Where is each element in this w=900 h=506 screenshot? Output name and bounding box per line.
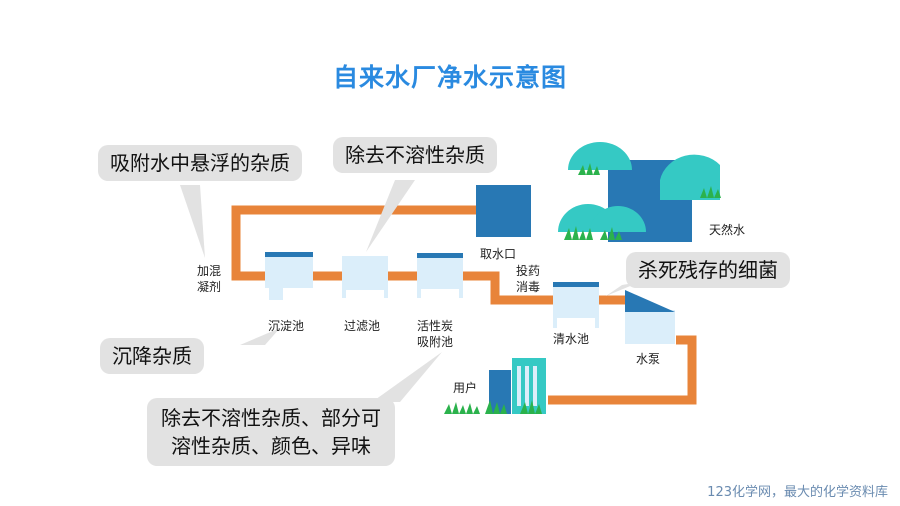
grass-icon: [564, 226, 593, 240]
sedimentation-tank-label: 沉淀池: [268, 319, 305, 333]
callout-carbon-line2: 溶性杂质、颜色、异味: [171, 434, 371, 458]
natural-water-label: 天然水: [709, 223, 746, 237]
natural-water-scene: [558, 142, 721, 242]
grass-icon: [578, 163, 600, 175]
tree-icon: [590, 206, 646, 232]
user-buildings: [444, 358, 546, 414]
carbon-tank-label-line2: 吸附池: [417, 335, 454, 349]
callout-settle: 沉降杂质: [100, 338, 204, 374]
callout-pointers: [180, 180, 640, 402]
dose-label-line1: 投药: [516, 264, 541, 278]
callout-kill-bacteria: 杀死残存的细菌: [626, 252, 790, 288]
callout-adsorb: 吸附水中悬浮的杂质: [98, 145, 302, 181]
grass-icon: [600, 227, 622, 240]
tree-icon: [660, 154, 720, 200]
grass-icon: [485, 400, 507, 414]
callout-carbon: 除去不溶性杂质、部分可 溶性杂质、颜色、异味: [147, 398, 395, 466]
filter-tank: [342, 256, 388, 298]
water-pipe: [231, 205, 697, 405]
dose-label-line2: 消毒: [516, 280, 541, 294]
coagulant-label: 加混 凝剂: [197, 263, 221, 295]
grass-icon: [700, 186, 721, 198]
water-pump: [625, 290, 675, 344]
users-label: 用户: [453, 381, 478, 395]
intake-label: 取水口: [480, 247, 517, 261]
filter-tank-label: 过滤池: [344, 319, 381, 333]
page-title: 自来水厂净水示意图: [332, 63, 567, 92]
sedimentation-tank: [265, 252, 313, 300]
clear-water-tank: [553, 282, 599, 328]
carbon-tank-label-line1: 活性炭: [417, 319, 454, 333]
water-pump-label: 水泵: [636, 352, 661, 366]
callout-remove-insoluble: 除去不溶性杂质: [333, 137, 497, 173]
grass-icon: [444, 402, 480, 414]
callout-carbon-line1: 除去不溶性杂质、部分可: [161, 406, 381, 430]
dose-label: 投药 消毒: [516, 263, 540, 295]
coagulant-label-line1: 加混: [197, 264, 222, 278]
coagulant-label-line2: 凝剂: [197, 280, 222, 294]
grass-icon: [520, 400, 542, 414]
tree-icon: [568, 142, 632, 170]
footer-watermark: 123化学网，最大的化学资料库: [707, 485, 888, 500]
intake-block: [476, 185, 531, 237]
carbon-tank: [417, 253, 463, 298]
carbon-tank-label: 活性炭 吸附池: [417, 318, 453, 350]
clear-water-tank-label: 清水池: [553, 332, 590, 346]
